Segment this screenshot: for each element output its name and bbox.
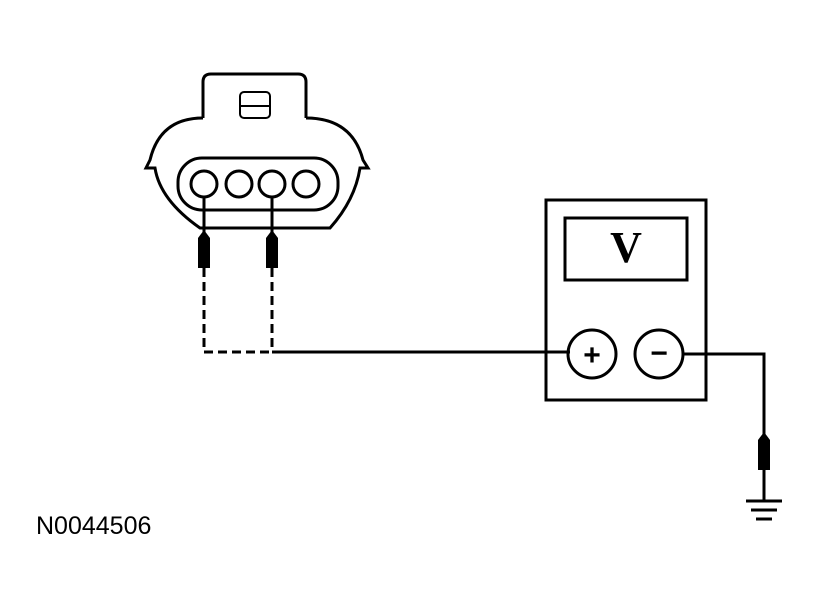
- connector-pin-2: [224, 169, 254, 199]
- connector-pin-4: [291, 169, 321, 199]
- test-probe-pin-3: [266, 197, 278, 352]
- meter-body: [544, 198, 708, 402]
- voltmeter: V + −: [544, 198, 708, 402]
- connector-body: [143, 116, 371, 230]
- ground-lead: [683, 352, 770, 500]
- pin-cavity: [176, 156, 340, 212]
- meter-display: [563, 216, 689, 282]
- negative-terminal-label: −: [650, 337, 668, 370]
- positive-terminal-label: +: [583, 339, 601, 372]
- connector-pin-3: [257, 169, 287, 199]
- meter-voltage-symbol: V: [610, 223, 642, 272]
- meter-positive-terminal: [566, 328, 618, 380]
- connector-pin-1: [189, 169, 219, 199]
- connector-latch: [201, 72, 308, 118]
- electrical-connector: [143, 72, 371, 230]
- figure-id: N0044506: [36, 512, 151, 540]
- ground-symbol: [746, 499, 782, 521]
- test-probe-pin-1: [198, 197, 210, 352]
